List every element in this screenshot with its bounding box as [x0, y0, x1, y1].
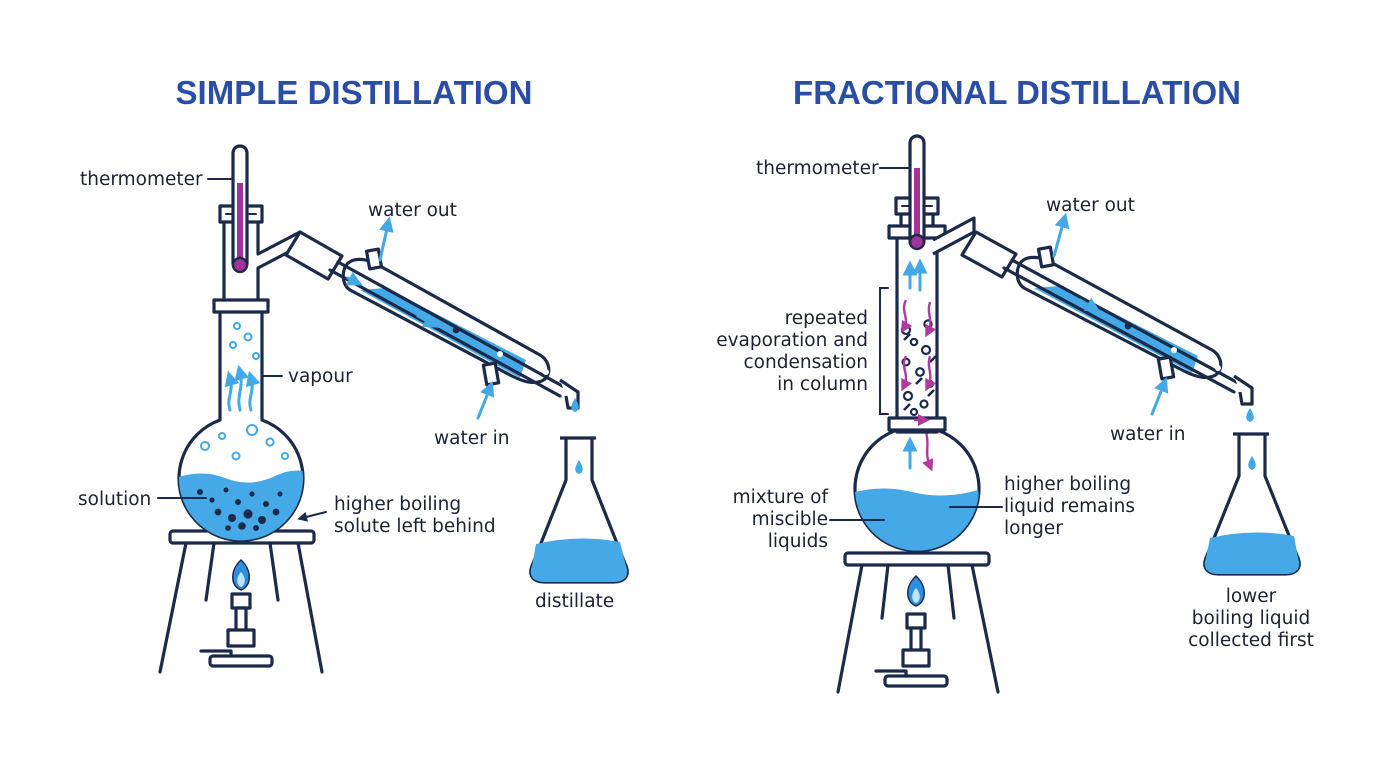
fractional-distillation-title: FRACTIONAL DISTILLATION [793, 74, 1241, 111]
simple-water-out-label: water out [368, 200, 457, 221]
still-head [894, 134, 976, 256]
column-label-2: evaporation and [716, 330, 868, 351]
collected-label-2: boiling liquid [1192, 608, 1310, 629]
bunsen-burner [874, 574, 949, 688]
mixture-label-1: mixture of [733, 487, 829, 508]
tripod-stand [158, 529, 324, 674]
fractional-thermometer-label: thermometer [756, 158, 879, 179]
simple-apparatus: thermometer water out vapour water in so… [78, 144, 629, 674]
collected-label-1: lower [1226, 586, 1277, 607]
simple-distillation-title: SIMPLE DISTILLATION [176, 74, 533, 111]
column-label-4: in column [777, 374, 868, 395]
still-head [212, 144, 302, 314]
simple-water-in-label: water in [434, 428, 509, 449]
liebig-condenser [960, 230, 1254, 406]
fractional-apparatus: thermometer water out repeated evaporati… [716, 134, 1314, 694]
fractional-water-out-label: water out [1046, 195, 1135, 216]
remains-label-2: liquid remains [1004, 496, 1135, 517]
drop-icon [571, 398, 579, 412]
column-label-1: repeated [785, 308, 868, 329]
fractionating-column [887, 224, 947, 434]
water-in-arrow [476, 381, 495, 420]
tripod-stand [836, 551, 1000, 694]
column-label-3: condensation [744, 352, 868, 373]
round-bottom-flask [177, 310, 305, 542]
fractional-leader-lines [829, 167, 1003, 521]
remains-label-3: longer [1004, 518, 1063, 539]
collected-label-3: collected first [1188, 630, 1314, 651]
water-out-arrow [378, 216, 394, 262]
round-bottom-flask [853, 428, 981, 553]
receiving-flask [529, 436, 629, 584]
simple-solute-label-1: higher boiling [334, 494, 461, 515]
mixture-label-2: miscible [752, 509, 828, 530]
simple-thermometer-label: thermometer [80, 169, 203, 190]
fractional-water-in-label: water in [1110, 424, 1185, 445]
liebig-condenser [284, 230, 580, 410]
drop-icon [1246, 408, 1254, 422]
simple-leader-lines [157, 178, 327, 522]
simple-vapour-label: vapour [288, 366, 353, 387]
water-out-arrow [1052, 212, 1070, 258]
receiving-flask [1203, 432, 1301, 576]
water-in-arrow [1150, 377, 1169, 416]
bunsen-burner [199, 558, 274, 668]
simple-solute-label-2: solute left behind [334, 516, 496, 537]
remains-label-1: higher boiling [1004, 474, 1131, 495]
simple-solution-label: solution [78, 489, 151, 510]
mixture-label-3: liquids [768, 531, 828, 552]
simple-distillate-label: distillate [535, 591, 614, 612]
